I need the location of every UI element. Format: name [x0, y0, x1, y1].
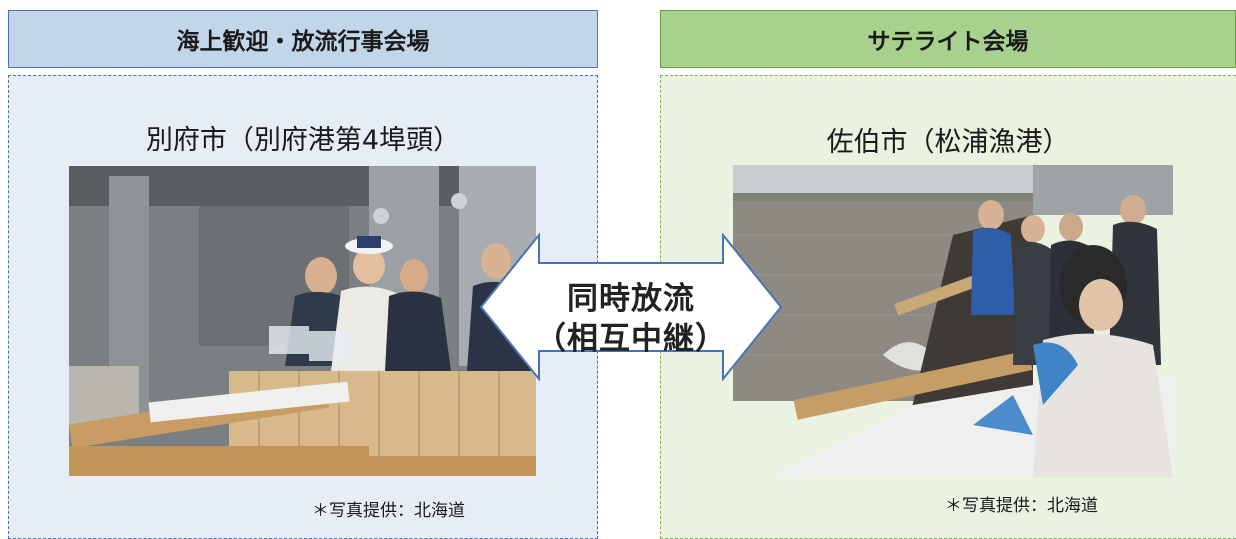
right-panel-header: サテライト会場 [660, 10, 1236, 68]
left-photo-credit: ＊写真提供：北海道 [312, 501, 465, 521]
arrow-line-2: （相互中継） [535, 321, 727, 357]
double-arrow-icon [479, 232, 783, 382]
double-arrow: 同時放流 （相互中継） [479, 232, 783, 382]
right-venue-label: 佐伯市（松浦漁港） [826, 127, 1070, 158]
right-photo-credit: ＊写真提供：北海道 [945, 496, 1098, 516]
right-photo [733, 165, 1173, 477]
left-photo [69, 166, 536, 476]
left-venue-label: 別府市（別府港第4埠頭） [145, 125, 461, 156]
arrow-line-1: 同時放流 [567, 281, 695, 317]
left-panel-header: 海上歓迎・放流行事会場 [8, 10, 598, 68]
